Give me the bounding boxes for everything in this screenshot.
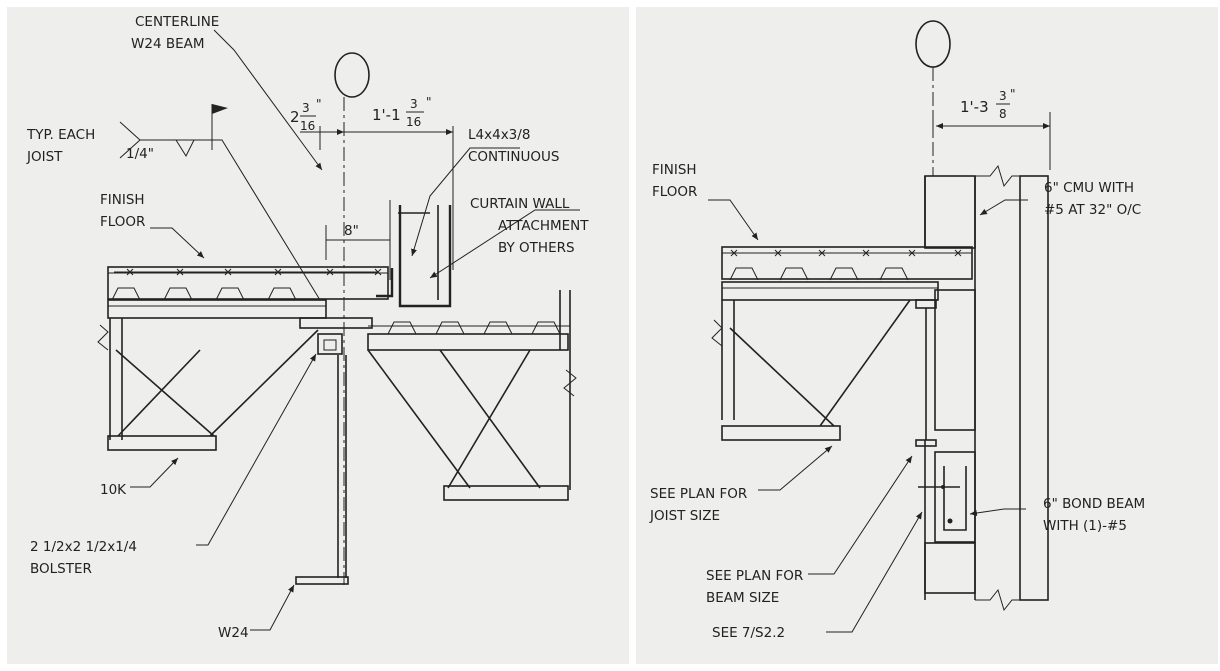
w24-top-flange xyxy=(299,317,373,329)
left-detail: CENTERLINE W24 BEAM 2 3 16 " 1'-1 3 16 "… xyxy=(26,14,589,641)
wire-mesh xyxy=(114,268,382,276)
dim-left-den: 16 xyxy=(300,119,315,133)
dim-right-whole: 1'-1 xyxy=(372,106,401,124)
joist-size-note-line2: JOIST SIZE xyxy=(649,508,720,524)
section-reference: SEE 7/S2.2 xyxy=(712,625,785,641)
by-others-label: BY OTHERS xyxy=(498,240,575,256)
grid-bubble-right xyxy=(915,20,951,68)
right-detail-panel xyxy=(636,7,1218,664)
mesh-x-mark xyxy=(862,249,870,257)
joist-bottom-chord-right-detail xyxy=(721,425,841,441)
dim-left-num: 3 xyxy=(302,101,310,115)
mesh-x-mark xyxy=(126,268,134,276)
joist-top-chord-right xyxy=(367,333,569,351)
dim-right-inch: " xyxy=(426,95,432,109)
mesh-x-mark xyxy=(224,268,232,276)
attachment-label: ATTACHMENT xyxy=(498,218,589,234)
cmu-label: 6" CMU WITH xyxy=(1044,180,1134,196)
joist-top-chord-right-detail xyxy=(721,281,939,301)
angle-label: L4x4x3/8 xyxy=(468,127,530,143)
brick-veneer xyxy=(1019,175,1049,601)
w24-beam-label: W24 BEAM xyxy=(131,36,205,52)
mesh-x-mark xyxy=(176,268,184,276)
dim-left-inch: " xyxy=(316,97,322,111)
cmu-rebar-label: #5 AT 32" O/C xyxy=(1044,202,1141,218)
dim-right-detail-num: 3 xyxy=(999,89,1007,103)
cmu-wall-top xyxy=(924,175,976,249)
bolster-size-label: 2 1/2x2 1/2x1/4 xyxy=(30,539,137,555)
grid-bubble xyxy=(334,52,370,98)
typ-each-label: TYP. EACH xyxy=(26,127,95,143)
bond-beam-rebar-label: WITH (1)-#5 xyxy=(1043,518,1127,534)
continuous-label: CONTINUOUS xyxy=(468,149,559,165)
mesh-x-mark xyxy=(274,268,282,276)
joist-top-chord-left xyxy=(107,299,327,319)
joist-bottom-chord-right xyxy=(443,485,569,501)
mesh-x-mark xyxy=(908,249,916,257)
dim-right-detail-whole: 1'-3 xyxy=(960,98,989,116)
finish-label-right: FINISH xyxy=(652,162,697,178)
centerline-label: CENTERLINE xyxy=(135,14,219,30)
bolster-label: BOLSTER xyxy=(30,561,92,577)
dim-right-detail-den: 8 xyxy=(999,107,1007,121)
floor-label: FLOOR xyxy=(100,214,145,230)
mesh-x-mark xyxy=(374,268,382,276)
beam-size-note-line1: SEE PLAN FOR xyxy=(706,568,803,584)
joist-label: JOIST xyxy=(26,149,63,165)
finish-label: FINISH xyxy=(100,192,145,208)
bond-beam xyxy=(934,451,976,543)
dim-right-detail-inch: " xyxy=(1010,87,1016,101)
beam-top-flange xyxy=(915,299,937,309)
joist-bottom-chord-left xyxy=(107,435,217,451)
w24-bottom-flange xyxy=(295,576,349,585)
bond-beam-label: 6" BOND BEAM xyxy=(1043,496,1145,512)
floor-label-right: FLOOR xyxy=(652,184,697,200)
dim-left-whole: 2 xyxy=(290,108,300,126)
mesh-x-mark xyxy=(326,268,334,276)
dim-8-label: 8" xyxy=(344,223,359,239)
concrete-slab-right xyxy=(721,246,973,280)
joist-10k-label: 10K xyxy=(100,482,127,498)
mesh-x-mark xyxy=(774,249,782,257)
dim-right-den: 16 xyxy=(406,115,421,129)
beam-size-note-line2: BEAM SIZE xyxy=(706,590,779,606)
edge-angle xyxy=(376,205,452,308)
mesh-x-mark xyxy=(954,249,962,257)
joist-size-note-line1: SEE PLAN FOR xyxy=(650,486,747,502)
mesh-x-mark xyxy=(730,249,738,257)
cmu-wall xyxy=(934,289,976,431)
weld-size-label: 1/4" xyxy=(126,146,154,162)
curtain-wall-attachment xyxy=(398,205,439,300)
concrete-slab xyxy=(107,266,389,300)
right-detail: 1'-3 3 8 " FINISH FLOOR 6" CMU WITH #5 A… xyxy=(649,20,1145,641)
cmu-wall-lower xyxy=(924,542,976,594)
mesh-x-mark xyxy=(818,249,826,257)
dim-right-num: 3 xyxy=(410,97,418,111)
beam-bottom-flange xyxy=(915,439,937,447)
curtain-wall-label: CURTAIN WALL xyxy=(470,196,570,212)
bolster-angle xyxy=(317,333,343,355)
w24-label: W24 xyxy=(218,625,249,641)
